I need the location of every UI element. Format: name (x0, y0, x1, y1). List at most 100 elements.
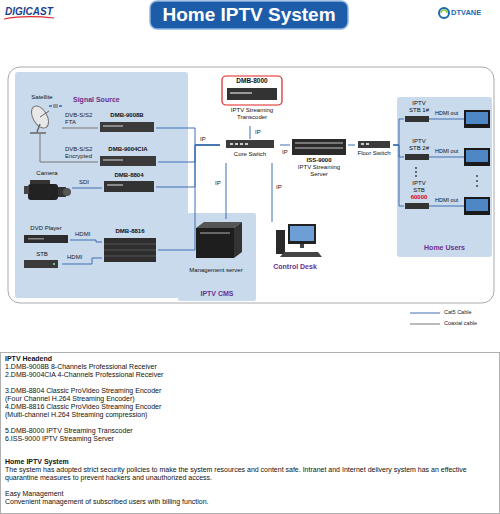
computer-icon (288, 224, 316, 244)
continuation-dots (415, 171, 417, 173)
cable-connector (226, 163, 227, 219)
encoder-node: DMB-8804 (102, 172, 156, 194)
hdmi-wire (429, 119, 464, 206)
dvd-player-icon (28, 238, 44, 240)
receiver-node: DMB-9008B (98, 112, 156, 134)
node-label: Core Switch (234, 151, 266, 158)
node-label: DVD Player (30, 225, 61, 232)
dvd-player-icon (24, 235, 68, 243)
home-users-panel: Home UsersIPTV STB 1#IPTV STB 2#IPTV STB… (397, 97, 492, 257)
encoder-rack-icon (104, 244, 156, 245)
management-server-icon (200, 232, 230, 234)
switch-device-icon (358, 141, 390, 148)
cable-connector (272, 163, 273, 222)
description-line: (Four Channel H.264 Streaming Encoder) (5, 395, 135, 403)
node-label: IPTV STB (407, 180, 431, 194)
cable-connector (72, 188, 102, 189)
tv-icon (464, 148, 490, 166)
management-server-icon (234, 222, 242, 258)
legend-line (410, 313, 440, 324)
description-line: 4.DMB-8816 Classic ProVideo Streaming En… (5, 403, 161, 411)
description-line: The system has adopted strict security p… (5, 466, 495, 482)
description-line: 1.DMB-9008B 8-Channels Professional Rece… (5, 363, 157, 371)
node-label: DMB-8816 (115, 228, 144, 235)
computer-icon (276, 224, 322, 257)
title-text: Home IPTV System (150, 1, 348, 29)
switch-device-icon (226, 140, 274, 148)
edge-label: HDMI (74, 231, 91, 238)
set-top-box-icon (24, 260, 58, 268)
cms-panel: IPTV CMSManagement server (178, 213, 256, 301)
stb-node: IPTV STB60000 (404, 180, 434, 209)
edge-label: IP (281, 149, 289, 156)
stb-device-icon (405, 203, 429, 209)
computer-icon (276, 230, 285, 254)
node-label: DMB-9008B (110, 112, 143, 119)
port-label: HDMI out (435, 148, 458, 154)
brand-logo: DTVANE (451, 9, 481, 18)
edge-label: IP (214, 180, 222, 187)
satellite-dish-icon (37, 124, 40, 132)
node-label: IPTV STB 1# (407, 100, 431, 114)
control-desk-node: Control Desk (264, 222, 326, 272)
switch-device-icon (361, 143, 364, 145)
node-label: Control Desk (273, 263, 317, 271)
cable-connector (393, 145, 404, 206)
node-label: Satellite (31, 94, 52, 101)
switch-device-icon (366, 143, 369, 145)
hdmi-wire (429, 119, 464, 120)
switch-device-icon (245, 143, 248, 145)
cable-connector (156, 128, 220, 145)
node-label: DMB-9004CIA (108, 146, 147, 153)
computer-icon (300, 244, 304, 248)
diagram-frame (8, 67, 494, 303)
computer-icon (280, 252, 322, 257)
tv-icon (464, 110, 490, 128)
management-server-icon (196, 222, 242, 258)
camera-node: Camera (22, 170, 72, 212)
cable-connector (158, 145, 220, 250)
encoder-device-icon (104, 181, 154, 192)
panel-fill (15, 72, 188, 298)
camera-icon (63, 188, 71, 196)
edge-label: IP (275, 184, 283, 191)
encoder-rack-icon (104, 238, 156, 262)
tv-icon (464, 110, 490, 215)
node-label: IPTV Streaming Transcoder (220, 107, 284, 121)
description-line: 2.DMB-9004CIA 4-Channels Professional Re… (5, 371, 163, 379)
legend-line (410, 324, 440, 325)
continuation-dots (415, 175, 417, 177)
description-line: 5.DMB-8000 IPTV Streaming Transcoder (5, 427, 133, 435)
set-top-box-icon (53, 263, 55, 265)
highlight-frame (222, 76, 282, 105)
panel-fill (178, 213, 256, 301)
transcoder-device-icon (230, 92, 252, 94)
stb-device-icon (405, 116, 429, 209)
streaming-server-icon (295, 147, 343, 149)
continuation-dots (476, 180, 478, 182)
description-line: 3.DMB-8804 Classic ProVideo Streaming En… (5, 387, 161, 395)
camera-icon (30, 180, 50, 184)
switch-device-icon (230, 143, 233, 145)
hdmi-wire (429, 157, 464, 158)
streaming-server-node: ISS-9000IPTV Streaming Server (290, 137, 348, 185)
node-label: ISS-9000 (306, 157, 331, 164)
logo-icon (439, 8, 449, 18)
node-label: DMB-8804 (114, 172, 143, 179)
cable-connector (62, 128, 98, 129)
cable-connector (70, 240, 102, 242)
tv-icon (464, 197, 490, 215)
brand-logo: DIGICAST (5, 6, 53, 18)
streaming-server-icon (292, 139, 346, 155)
edge-label: IP (199, 136, 207, 143)
computer-icon (290, 226, 314, 241)
core-switch-node: Core Switch (220, 139, 280, 163)
dvd-player-icon (24, 235, 68, 243)
receiver-device-icon (103, 159, 123, 161)
legend-line (410, 313, 440, 314)
receiver-device-icon (100, 122, 156, 166)
stb-device-icon (405, 116, 429, 122)
node-label: DMB-8000 (236, 77, 267, 84)
node-label: Floor Switch (357, 150, 390, 157)
satellite-dish-icon (28, 103, 52, 131)
